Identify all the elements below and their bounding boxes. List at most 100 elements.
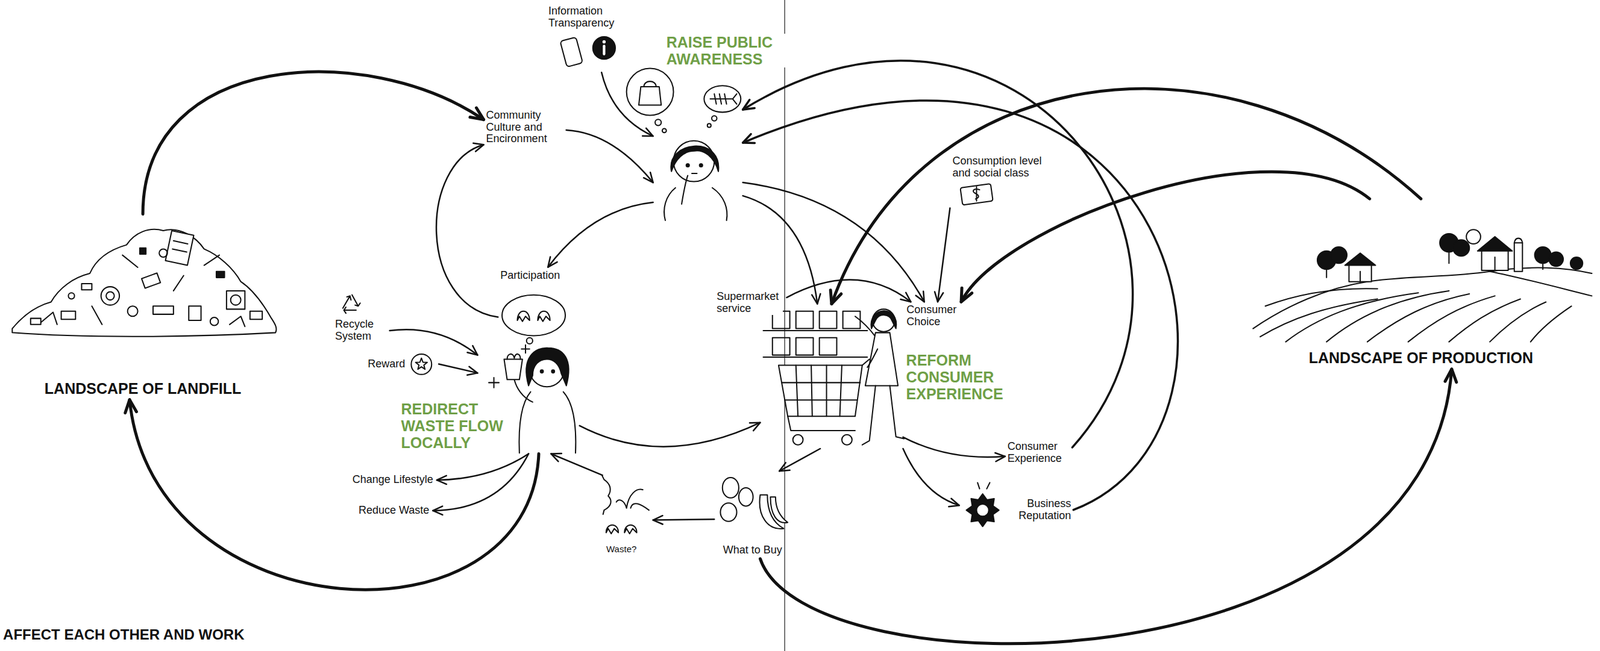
landfill-pile-part: [68, 292, 75, 299]
flow-arrow: [550, 453, 603, 476]
awareness-person-part: [643, 81, 656, 87]
landfill-pile-part: [139, 248, 146, 255]
arrow-line: [786, 280, 911, 303]
arrow-head: [779, 462, 790, 472]
participation-bubble-part: [526, 338, 533, 345]
flow-arrow: [601, 72, 653, 137]
factor-node: Consumption level and social class: [949, 153, 1058, 208]
waste-icons: [602, 476, 650, 535]
production-landscape-part: [1514, 242, 1523, 272]
section-heading: RAISE PUBLIC AWARENESS: [666, 33, 805, 68]
node-label: Reward: [367, 358, 405, 371]
supermarket-scene-part: [862, 359, 870, 366]
flow-arrow: [786, 280, 911, 303]
awareness-person-part: [711, 115, 717, 121]
waste-icons-part: [616, 489, 650, 512]
info-node: Information Transparency: [545, 3, 626, 73]
flow-arrow: [653, 515, 715, 525]
participation-bubble-part: [537, 311, 550, 322]
supermarket-scene-part: [870, 310, 897, 329]
outcome-label: Change Lifestyle: [350, 471, 437, 490]
node-label: Recycle System: [335, 318, 387, 343]
production-landscape-part: [1330, 247, 1347, 264]
flow-arrow: [743, 100, 1179, 511]
production-landscape-part: [1542, 261, 1544, 270]
node-label: LANDSCAPE OF LANDFILL: [44, 380, 242, 398]
factor-label: Consumer Experience: [1005, 438, 1073, 469]
arrow-head: [436, 476, 447, 485]
node-label: Change Lifestyle: [352, 474, 434, 487]
node-label: Consumption level and social class: [952, 155, 1055, 180]
supermarket-scene-part: [778, 365, 863, 418]
reward-node: Reward: [365, 351, 439, 377]
node-label: What to Buy: [723, 544, 783, 557]
fruit-icons-part: [722, 477, 739, 499]
recycle-icon: [342, 295, 361, 314]
landfill-pile-part: [165, 230, 195, 266]
node-label: Business Reputation: [1004, 498, 1071, 523]
redirect-person-part: [521, 345, 530, 354]
landfill-pile-part: [91, 306, 102, 325]
info-icons: [559, 36, 616, 67]
production-landscape-part: [1408, 295, 1496, 342]
supermarket-scene: [763, 309, 905, 445]
arrow-line: [743, 100, 1179, 511]
supermarket-scene-part: [855, 316, 876, 337]
waste-icons-part: [602, 476, 612, 515]
arrow-head: [916, 291, 925, 302]
supermarket-scene-part: [763, 330, 868, 332]
supermarket-scene-part: [865, 332, 898, 386]
outcome-label: Reduce Waste: [356, 501, 433, 521]
supermarket-scene-part: [819, 338, 838, 356]
reputation-badge-part: [966, 494, 999, 527]
awareness-person-part: [712, 188, 728, 221]
node-label: LANDSCAPE OF PRODUCTION: [1308, 350, 1534, 368]
purchase-node: What to Buy: [714, 471, 791, 560]
reputation-badge-part: [986, 482, 990, 489]
node-label: Information Transparency: [548, 5, 622, 30]
production-landscape-part: [1345, 253, 1376, 266]
arrow-line: [903, 437, 1006, 458]
arrow-line: [743, 182, 925, 302]
production-landscape-part: [1326, 291, 1449, 343]
arrow-head: [470, 107, 484, 120]
reputation-node: Business Reputation: [959, 487, 1074, 533]
reward-icon-part: [415, 358, 428, 370]
flow-arrow: [779, 448, 821, 472]
production-landscape-part: [1452, 239, 1470, 257]
arrow-head: [642, 128, 653, 137]
flow-arrow: [142, 71, 484, 214]
awareness-person-part: [626, 68, 674, 116]
flow-arrow: [743, 182, 925, 302]
arrow-head: [467, 367, 478, 376]
supermarket-scene-part: [763, 356, 868, 358]
landfill-pile-part: [229, 316, 245, 327]
supermarket-scene-part: [796, 338, 814, 356]
awareness-person-part: [686, 163, 690, 167]
awareness-person-part: [707, 123, 712, 128]
arrow-head: [1445, 369, 1457, 383]
reward-icon-part: [410, 354, 432, 375]
production-landscape-part: [1530, 306, 1572, 342]
flow-arrow: [125, 400, 539, 590]
landfill-pile-part: [30, 318, 41, 325]
flow-arrow: [934, 207, 950, 302]
landfill-pile-part: [172, 248, 187, 252]
supermarket-scene-part: [793, 435, 804, 446]
supermarket-scene-part: [841, 435, 853, 446]
arrow-line: [961, 171, 1370, 302]
production-landscape: LANDSCAPE OF PRODUCTION: [1249, 198, 1592, 370]
awareness-person-part: [691, 172, 697, 175]
arrow-head: [743, 134, 756, 144]
landfill-pile-part: [250, 311, 263, 320]
arrow-head: [643, 172, 654, 183]
redirect-person-part: [526, 348, 569, 387]
arrow-line: [566, 130, 654, 183]
landfill-pile-part: [81, 283, 92, 290]
landfill-landscape: LANDSCAPE OF LANDFILL: [10, 214, 276, 401]
supermarket-scene-part: [787, 416, 856, 431]
supermarket-scene-part: [796, 311, 814, 330]
arrow-line: [831, 88, 1422, 304]
production-landscape-part: [1448, 298, 1521, 342]
